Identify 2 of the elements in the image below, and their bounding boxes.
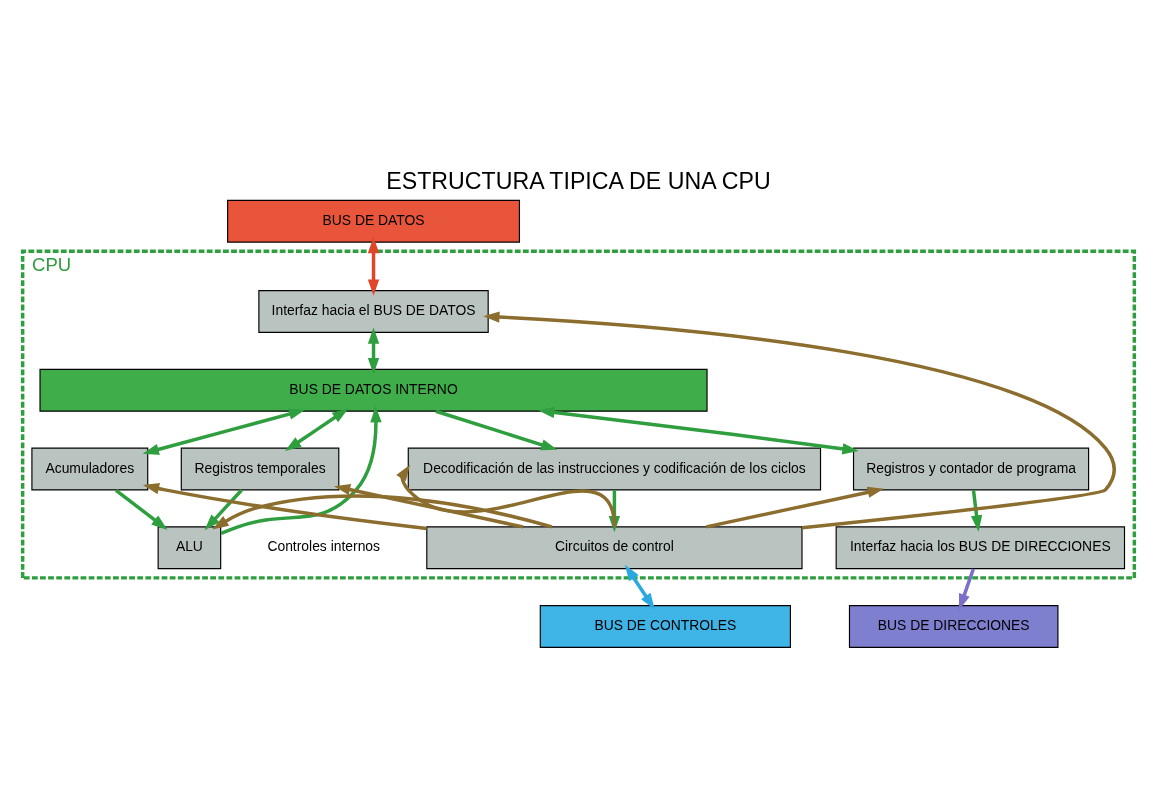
label: Controles internos: [267, 537, 381, 554]
diagram-title: ESTRUCTURA TIPICA DE UNA CPU: [386, 167, 771, 194]
